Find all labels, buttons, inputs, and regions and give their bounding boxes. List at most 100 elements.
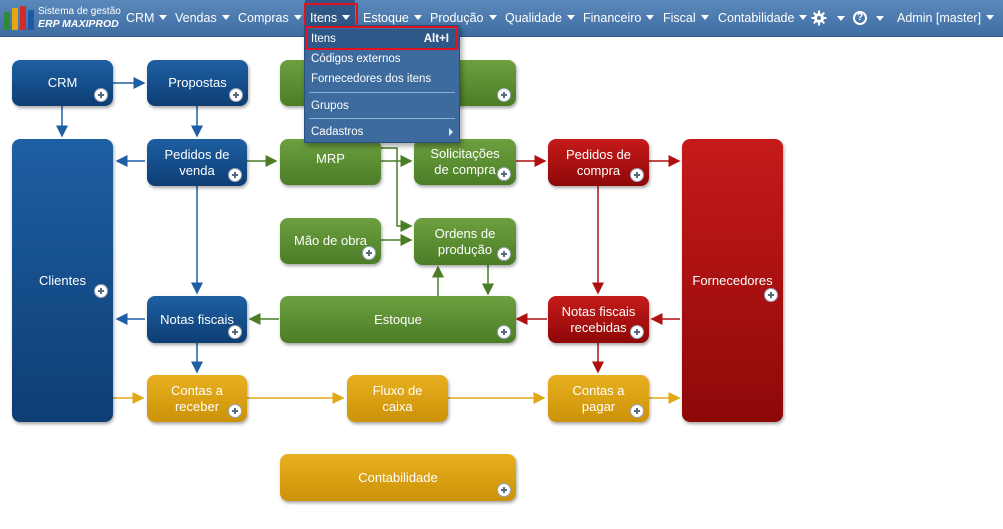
add-crm-icon[interactable]: [94, 88, 108, 102]
ordens-producao-label: Ordens de produção: [434, 225, 496, 257]
chevron-right-icon: [449, 128, 453, 136]
contabilidade-label: Contabilidade: [358, 469, 438, 485]
mao-obra-box[interactable]: Mão de obra: [280, 218, 381, 264]
nav-producao-label: Produção: [430, 11, 484, 25]
help-chevron-down-icon[interactable]: [876, 16, 884, 21]
chevron-down-icon: [700, 15, 709, 20]
estoque-label: Estoque: [374, 311, 422, 327]
nav-vendas-label: Vendas: [175, 11, 217, 25]
nav-crm[interactable]: CRM: [126, 0, 168, 37]
contas-pagar-box[interactable]: Contas a pagar: [548, 375, 649, 422]
pedidos-compra-box[interactable]: Pedidos de compra: [548, 139, 649, 186]
menu-item-fornecedores-itens-label: Fornecedores dos itens: [311, 73, 432, 85]
chevron-down-icon: [567, 15, 575, 20]
top-navigation-bar: Sistema de gestão ERP MAXIPROD CRM Venda…: [0, 0, 1003, 37]
logo-line2: ERP MAXIPROD: [38, 18, 119, 30]
add-contas-receber-icon[interactable]: [228, 404, 242, 418]
menu-separator: [309, 118, 455, 119]
nav-financeiro[interactable]: Financeiro: [583, 0, 655, 37]
nav-itens-label: Itens: [310, 11, 338, 25]
nav-compras-label: Compras: [238, 11, 289, 25]
pedidos-venda-box[interactable]: Pedidos de venda: [147, 139, 247, 186]
add-solicitacoes-icon[interactable]: [497, 167, 511, 181]
chevron-down-icon: [159, 15, 168, 20]
add-itens-icon[interactable]: [497, 88, 511, 102]
logo-line1: Sistema de gestão: [38, 6, 121, 17]
notas-recebidas-box[interactable]: Notas fiscais recebidas: [548, 296, 649, 343]
menu-item-cadastros[interactable]: Cadastros: [305, 122, 459, 142]
add-ordens-producao-icon[interactable]: [497, 247, 511, 261]
crm-label: CRM: [47, 75, 78, 90]
fluxo-caixa-label: Fluxo de caixa: [372, 382, 423, 414]
user-menu[interactable]: Admin [master]: [897, 0, 995, 37]
contas-pagar-label: Contas a pagar: [572, 382, 625, 414]
nav-qualidade-label: Qualidade: [505, 11, 562, 25]
notas-fiscais-box[interactable]: Notas fiscais: [147, 296, 247, 343]
itens-dropdown-menu: Itens Alt+I Códigos externos Fornecedore…: [304, 25, 460, 143]
propostas-label: Propostas: [168, 75, 227, 90]
user-menu-label: Admin [master]: [897, 11, 982, 25]
chevron-down-icon: [221, 15, 230, 20]
fornecedores-label: Fornecedores: [692, 272, 773, 288]
nav-fiscal-label: Fiscal: [663, 11, 696, 25]
pedidos-venda-label: Pedidos de venda: [164, 146, 230, 178]
ordens-producao-box[interactable]: Ordens de produção: [414, 218, 516, 265]
menu-item-cadastros-label: Cadastros: [311, 126, 364, 138]
nav-producao[interactable]: Produção: [430, 0, 497, 37]
solicitacoes-label: Solicitações de compra: [430, 146, 500, 177]
estoque-box[interactable]: Estoque: [280, 296, 516, 343]
menu-item-fornecedores-itens[interactable]: Fornecedores dos itens: [305, 69, 459, 89]
nav-financeiro-label: Financeiro: [583, 11, 642, 25]
add-mao-obra-icon[interactable]: [362, 246, 376, 260]
mao-obra-label: Mão de obra: [294, 233, 367, 248]
menu-item-itens-label: Itens: [311, 33, 336, 45]
contabilidade-box[interactable]: Contabilidade: [280, 454, 516, 501]
add-propostas-icon[interactable]: [229, 88, 243, 102]
gear-icon[interactable]: [811, 10, 827, 26]
logo-text: Sistema de gestão ERP MAXIPROD: [38, 5, 121, 31]
menu-item-codigos-externos-label: Códigos externos: [311, 53, 401, 65]
nav-estoque[interactable]: Estoque: [363, 0, 422, 37]
nav-qualidade[interactable]: Qualidade: [505, 0, 575, 37]
nav-contabilidade-label: Contabilidade: [718, 11, 795, 25]
add-notas-recebidas-icon[interactable]: [630, 325, 644, 339]
add-contas-pagar-icon[interactable]: [630, 404, 644, 418]
mrp-box[interactable]: MRP: [280, 139, 381, 185]
add-notas-fiscais-icon[interactable]: [228, 325, 242, 339]
add-pedidos-venda-icon[interactable]: [228, 168, 242, 182]
nav-vendas[interactable]: Vendas: [175, 0, 230, 37]
add-clientes-icon[interactable]: [94, 284, 108, 298]
add-estoque-icon[interactable]: [497, 325, 511, 339]
chevron-down-icon: [413, 15, 422, 20]
fornecedores-box[interactable]: Fornecedores: [682, 139, 783, 422]
chevron-down-icon: [293, 15, 302, 20]
chevron-down-icon: [342, 15, 351, 20]
solicitacoes-box[interactable]: Solicitações de compra: [414, 139, 516, 185]
chevron-down-icon: [646, 15, 655, 20]
notas-fiscais-label: Notas fiscais: [160, 311, 234, 327]
add-fornecedores-icon[interactable]: [764, 288, 778, 302]
nav-contabilidade[interactable]: Contabilidade: [718, 0, 808, 37]
notas-recebidas-label: Notas fiscais recebidas: [561, 303, 636, 335]
contas-receber-label: Contas a receber: [170, 382, 224, 414]
contas-receber-box[interactable]: Contas a receber: [147, 375, 247, 422]
crm-box[interactable]: CRM: [12, 60, 113, 106]
question-circle-icon[interactable]: ?: [853, 11, 867, 25]
clientes-box[interactable]: Clientes: [12, 139, 113, 422]
pedidos-compra-label: Pedidos de compra: [565, 146, 632, 178]
fluxo-caixa-box[interactable]: Fluxo de caixa: [347, 375, 448, 422]
menu-item-grupos[interactable]: Grupos: [305, 96, 459, 116]
add-contabilidade-icon[interactable]: [497, 483, 511, 497]
menu-item-itens[interactable]: Itens Alt+I: [305, 29, 459, 49]
propostas-box[interactable]: Propostas: [147, 60, 248, 106]
menu-item-codigos-externos[interactable]: Códigos externos: [305, 49, 459, 69]
add-pedidos-compra-icon[interactable]: [630, 168, 644, 182]
nav-compras[interactable]: Compras: [238, 0, 302, 37]
settings-chevron-down-icon[interactable]: [837, 16, 845, 21]
nav-crm-label: CRM: [126, 11, 155, 25]
nav-fiscal[interactable]: Fiscal: [663, 0, 709, 37]
menu-separator: [309, 92, 455, 93]
maxiprod-logo-icon: [4, 6, 34, 30]
